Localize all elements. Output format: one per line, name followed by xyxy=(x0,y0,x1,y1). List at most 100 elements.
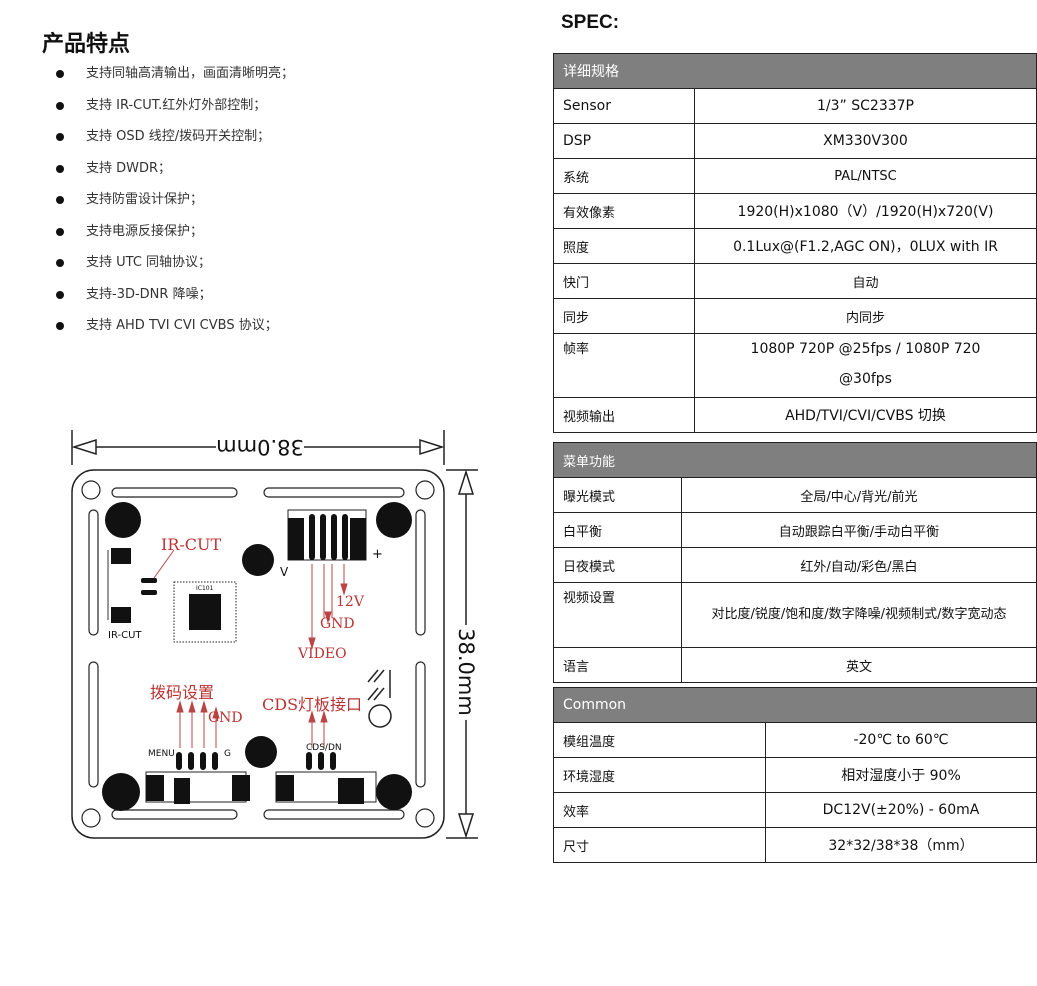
spec-key: 视频输出 xyxy=(553,397,695,433)
cds-arrows xyxy=(308,710,328,748)
connector-arrows xyxy=(308,564,348,650)
chip-label: IC101 xyxy=(196,585,214,592)
spec-value: AHD/TVI/CVI/CVBS 切换 xyxy=(694,397,1037,433)
section-header-row: 菜单功能 xyxy=(553,442,1037,478)
spec-value: 0.1Lux@(F1.2,AGC ON)，0LUX with IR xyxy=(694,228,1037,264)
table-row: 环境湿度相对湿度小于 90% xyxy=(553,757,1037,793)
spec-value: XM330V300 xyxy=(694,123,1037,159)
bullet-icon xyxy=(56,290,64,299)
spec-value: DC12V(±20%) - 60mA xyxy=(765,792,1037,828)
plus-mark: + xyxy=(372,547,383,562)
spec-key: 同步 xyxy=(553,298,695,334)
spec-value: PAL/NTSC xyxy=(694,158,1037,194)
spec-value: 全局/中心/背光/前光 xyxy=(681,477,1037,513)
menu-label: MENU xyxy=(148,749,175,759)
feature-item: 支持-3D-DNR 降噪； xyxy=(56,281,294,313)
spec-value: 1/3” SC2337P xyxy=(694,88,1037,124)
width-dimension xyxy=(71,430,445,465)
table-row: 快门自动 xyxy=(553,263,1037,299)
common-spec-table: Common 模组温度-20℃ to 60℃ 环境湿度相对湿度小于 90% 效率… xyxy=(553,687,1037,863)
main-chip xyxy=(173,581,237,643)
ir-cut-small-label: IR-CUT xyxy=(108,630,142,641)
menu-spec-table: 菜单功能 曝光模式全局/中心/背光/前光 白平衡自动跟踪白平衡/手动白平衡 日夜… xyxy=(553,442,1037,683)
feature-text: 支持 AHD TVI CVI CVBS 协议； xyxy=(86,318,278,333)
spec-key: 白平衡 xyxy=(553,512,682,548)
bullet-icon xyxy=(56,133,64,141)
spec-key: Sensor xyxy=(553,88,695,124)
v-mark: V xyxy=(280,565,289,579)
dip-label: 拨码设置 xyxy=(150,683,214,702)
spec-key: 有效像素 xyxy=(553,193,695,229)
12v-label: 12V xyxy=(336,594,365,610)
bullet-icon xyxy=(56,70,64,78)
board-slots xyxy=(88,487,426,820)
table-row: 视频设置对比度/锐度/饱和度/数字降噪/视频制式/数字宽动态 xyxy=(553,582,1037,648)
bullet-icon xyxy=(56,101,64,110)
table-row: 模组温度-20℃ to 60℃ xyxy=(553,722,1037,758)
spec-value: 自动跟踪白平衡/手动白平衡 xyxy=(681,512,1037,548)
feature-text: 支持 UTC 同轴协议； xyxy=(86,255,212,270)
mounting-holes xyxy=(102,502,412,811)
spec-key: DSP xyxy=(553,123,695,159)
spec-value: 英文 xyxy=(681,647,1037,683)
spec-value: 32*32/38*38（mm） xyxy=(765,827,1037,863)
power-video-connector xyxy=(287,509,367,561)
height-label: 38.0mm xyxy=(454,628,478,716)
spec-value: 相对湿度小于 90% xyxy=(765,757,1037,793)
width-label: 38.0mm xyxy=(216,435,304,459)
feature-text: 支持防雷设计保护； xyxy=(86,192,204,207)
feature-text: 支持同轴高清输出，画面清晰明亮； xyxy=(86,66,295,81)
spec-value: 自动 xyxy=(694,263,1037,299)
spec-value: -20℃ to 60℃ xyxy=(765,722,1037,758)
section-header-row: 详细规格 xyxy=(553,53,1037,89)
dip-arrows xyxy=(176,700,220,748)
spec-key: 日夜模式 xyxy=(553,547,682,583)
table-row: 曝光模式全局/中心/背光/前光 xyxy=(553,477,1037,513)
ir-cut-label: IR-CUT xyxy=(161,535,222,554)
feature-text: 支持电源反接保护； xyxy=(86,223,204,239)
bullet-icon xyxy=(56,259,64,267)
g-label: G xyxy=(224,749,231,759)
spec-key: 环境湿度 xyxy=(553,757,766,793)
section-header-row: Common xyxy=(553,687,1037,723)
feature-text: 支持 DWDR； xyxy=(86,160,172,176)
feature-item: 支持 IR-CUT.红外灯外部控制； xyxy=(56,92,294,124)
cds-dn-label: CDS/DN xyxy=(306,743,342,753)
spec-key: 模组温度 xyxy=(553,722,766,758)
table-row: 语言英文 xyxy=(553,647,1037,683)
spec-key: 效率 xyxy=(553,792,766,828)
spec-key: 帧率 xyxy=(553,333,695,398)
feature-item: 支持电源反接保护； xyxy=(56,218,294,250)
feature-item: 支持同轴高清输出，画面清晰明亮； xyxy=(56,60,294,92)
spec-title: SPEC: xyxy=(561,12,620,33)
table-row: 日夜模式红外/自动/彩色/黑白 xyxy=(553,547,1037,583)
spec-value: 对比度/锐度/饱和度/数字降噪/视频制式/数字宽动态 xyxy=(681,582,1037,648)
ir-cut-connector xyxy=(107,548,175,623)
corner-holes xyxy=(81,480,435,828)
gnd-bottom-label: GND xyxy=(208,710,243,726)
spec-key: 视频设置 xyxy=(553,582,682,648)
spec-key: 语言 xyxy=(553,647,682,683)
feature-item: 支持 UTC 同轴协议； xyxy=(56,249,294,281)
spec-key: 快门 xyxy=(553,263,695,299)
table-row: 同步内同步 xyxy=(553,298,1037,334)
height-dimension xyxy=(446,469,478,839)
dip-connector xyxy=(145,752,250,804)
bullet-icon xyxy=(56,196,64,204)
bullet-icon xyxy=(56,227,64,236)
spec-key: 系统 xyxy=(553,158,695,194)
common-header: Common xyxy=(553,687,1037,723)
feature-item: 支持 OSD 线控/拨码开关控制； xyxy=(56,123,294,155)
feature-text: 支持 OSD 线控/拨码开关控制； xyxy=(86,129,271,144)
features-title: 产品特点 xyxy=(42,31,131,57)
gnd-top-label: GND xyxy=(320,616,355,632)
